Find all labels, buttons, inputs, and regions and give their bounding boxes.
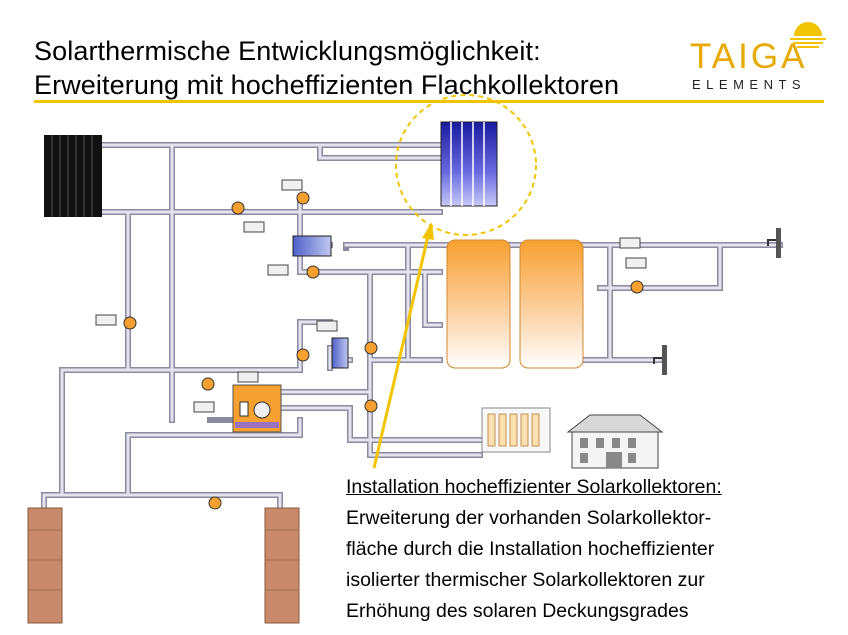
highlight-circle [395, 94, 537, 236]
title-line-1: Solarthermische Entwicklungsmöglichkeit: [34, 36, 541, 66]
annotation-box: Installation hocheffizienter Solarkollek… [346, 472, 836, 627]
existing-solar-collector-icon [44, 135, 102, 217]
new-flat-collector-icon [440, 121, 498, 207]
title-underline [34, 100, 824, 103]
logo-subtitle: ELEMENTS [692, 77, 807, 92]
tap-icon [653, 228, 781, 375]
controller-icon [95, 179, 647, 413]
annotation-line-2: fläche durch die Installation hocheffizi… [346, 538, 715, 560]
heat-exchanger-icon [292, 235, 349, 369]
slide-title: Solarthermische Entwicklungsmöglichkeit:… [34, 34, 619, 102]
house-icon [566, 414, 664, 469]
taiga-logo: TAIGA ELEMENTS [686, 18, 826, 98]
title-line-2: Erweiterung mit hocheffizienten Flachkol… [34, 70, 620, 100]
annotation-line-1: Erweiterung der vorhanden Solarkollektor… [346, 507, 712, 529]
pipe-network [41, 142, 783, 603]
sun-logo-icon [790, 22, 826, 48]
logo-wordmark: TAIGA [690, 37, 808, 76]
annotation-heading: Installation hocheffizienter Solarkollek… [346, 476, 722, 498]
ground-probe-icon [27, 507, 300, 624]
pump-icon [123, 191, 644, 510]
storage-tank-icon [446, 239, 584, 369]
callout-arrow [372, 222, 434, 469]
annotation-line-3: isolierter thermischer Solarkollektoren … [346, 569, 705, 591]
annotation-line-4: Erhöhung des solaren Deckungsgrades [346, 600, 689, 622]
radiator-icon [481, 407, 551, 453]
heat-pump-icon [232, 384, 282, 433]
